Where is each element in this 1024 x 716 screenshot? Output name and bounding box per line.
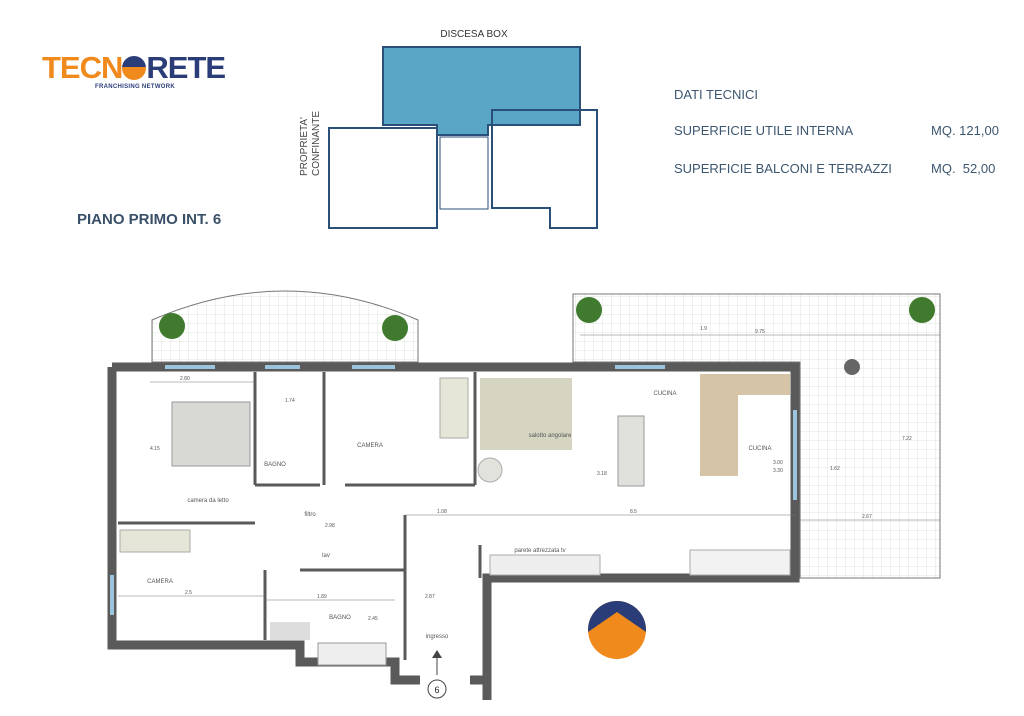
corner-sofa	[480, 378, 572, 450]
dimension-label: 1.89	[317, 594, 327, 600]
room-label: CUCINA	[653, 391, 676, 397]
windows	[110, 365, 797, 615]
neighbor-label-2: CONFINANTE	[311, 111, 322, 176]
dining-table	[617, 415, 645, 487]
room-label: parete attrezzata tv	[514, 548, 565, 554]
interior-walls	[118, 372, 482, 660]
dimension-label: 1.9	[700, 326, 707, 332]
balcony-area-label: SUPERFICIE BALCONI E TERRAZZI	[674, 161, 892, 176]
logo-text-1: TECN	[42, 50, 123, 85]
site-block-right	[491, 109, 598, 229]
sink	[270, 622, 310, 640]
tv-cabinet	[489, 554, 601, 576]
site-block-middle	[439, 136, 489, 210]
floor-title: PIANO PRIMO INT. 6	[77, 211, 222, 228]
box-label: DISCESA BOX	[440, 29, 508, 40]
room-label: filtro	[304, 512, 316, 518]
dimension-label: 9.75	[755, 329, 765, 335]
room-label: CUCINA	[748, 446, 771, 452]
dimension-label: 7.22	[902, 436, 912, 442]
plant-icon	[159, 313, 185, 339]
room-label: salotto angolare	[529, 433, 572, 439]
dimension-label: 3.00	[773, 460, 783, 466]
site-plan: DISCESA BOX PROPRIETA' CONFINANTE	[299, 29, 598, 229]
room-label: CAMERA	[147, 579, 173, 585]
terrace-table	[844, 359, 860, 375]
dimension-label: 2.87	[425, 594, 435, 600]
brand-emblem-icon	[588, 601, 646, 659]
site-block-left	[328, 127, 438, 229]
room-label: lav	[322, 553, 330, 559]
balcony-area-value: MQ. 52,00	[931, 161, 996, 176]
bathtub	[317, 642, 387, 666]
internal-area-value: MQ. 121,00	[931, 123, 999, 138]
room-label: BAGNO	[329, 615, 351, 621]
tech-data-heading: DATI TECNICI	[674, 87, 759, 102]
logo-text-2: RETE	[146, 50, 226, 85]
double-bed	[171, 401, 251, 467]
kitchen-cabinets	[689, 549, 791, 576]
room-label: ingresso	[426, 634, 449, 640]
neighbor-label-1: PROPRIETA'	[299, 117, 310, 176]
dimension-lines	[118, 334, 940, 601]
internal-area-label: SUPERFICIE UTILE INTERNA	[674, 123, 854, 138]
dimension-label: 8.5	[630, 509, 637, 515]
plant-icon	[382, 315, 408, 341]
dimension-label: 2.80	[180, 376, 190, 382]
balcony-north	[151, 290, 419, 363]
pouf	[477, 457, 503, 483]
room-label: BAGNO	[264, 462, 286, 468]
dimension-label: 2.45	[368, 616, 378, 622]
room-label: camera da letto	[187, 498, 229, 504]
logo-tagline: FRANCHISING NETWORK	[95, 84, 176, 90]
entrance-number: 6	[434, 685, 439, 695]
daybed	[439, 377, 469, 439]
dimension-label: 4.15	[150, 446, 160, 452]
dimension-label: 1.74	[285, 398, 295, 404]
entrance-marker	[427, 679, 447, 699]
logo-house-icon	[122, 56, 147, 80]
dimension-label: 3.30	[773, 468, 783, 474]
sofa-bed	[119, 529, 191, 553]
tecnorete-logo: TECN RETE	[42, 50, 226, 86]
dimension-label: 2.5	[185, 590, 192, 596]
dimension-label: 2.67	[862, 514, 872, 520]
plant-icon	[576, 297, 602, 323]
plant-icon	[909, 297, 935, 323]
exterior-walls	[107, 362, 800, 700]
dimension-label: 1.08	[437, 509, 447, 515]
room-label: CAMERA	[357, 443, 383, 449]
kitchen-island	[700, 374, 790, 476]
dimension-label: 2.98	[325, 523, 335, 529]
garage-ramp-area	[382, 46, 581, 136]
dimension-label: 1.62	[830, 466, 840, 472]
dimension-label: 3.18	[597, 471, 607, 477]
floor-plan: camera da letto BAGNO CAMERA salotto ang…	[107, 290, 941, 700]
entrance-arrow-head-icon	[432, 650, 442, 658]
